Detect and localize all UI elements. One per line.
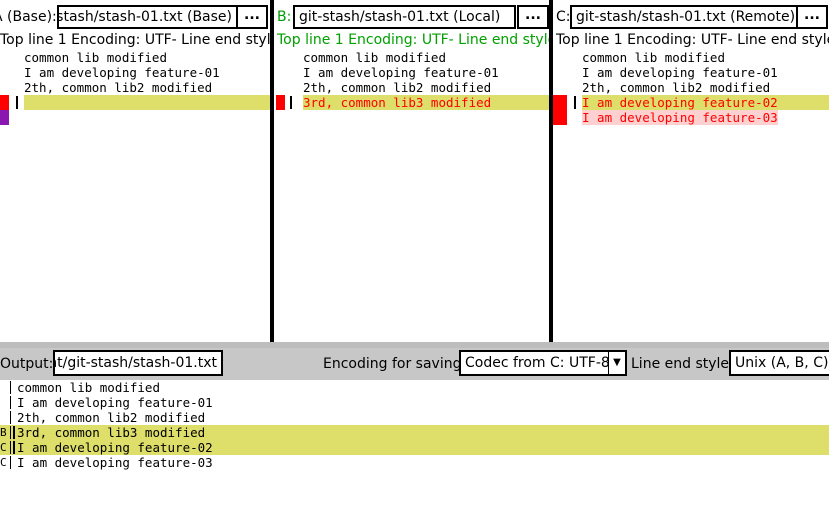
pane-b-path-field[interactable]: git-stash/stash-01.txt (Local) — [293, 5, 516, 29]
pane-a-path-field[interactable]: git-stash/stash-01.txt (Base) — [57, 5, 238, 29]
pane-c-header: C: git-stash/stash-01.txt (Remote) ... — [553, 0, 829, 32]
line: 2th, common lib2 modified — [582, 80, 771, 95]
line: I am developing feature-01 — [24, 65, 220, 80]
line-diff: 3rd, common lib3 modified — [274, 95, 549, 110]
pane-a-path-text: git-stash/stash-01.txt (Base) — [59, 9, 232, 25]
line-empty — [0, 110, 270, 125]
line-end-value: Unix (A, B, C) — [735, 355, 829, 371]
output-toolbar: Output: nt/git-stash/stash-01.txt Encodi… — [0, 348, 829, 380]
pane-divider[interactable] — [549, 0, 553, 342]
pane-b: B: git-stash/stash-01.txt (Local) ... To… — [274, 0, 549, 342]
output-path-field[interactable]: nt/git-stash/stash-01.txt — [53, 350, 223, 376]
conflict-marker — [553, 95, 567, 110]
chevron-down-icon[interactable]: ▼ — [608, 352, 625, 374]
text-cursor — [16, 96, 18, 109]
pane-b-browse-button[interactable]: ... — [517, 5, 549, 29]
line: 2th, common lib2 modified — [24, 80, 213, 95]
pane-a-label: A (Base): — [0, 9, 57, 25]
text-cursor — [574, 96, 576, 109]
pane-c-path-text: git-stash/stash-01.txt (Remote) — [576, 9, 796, 25]
output-line: common lib modified — [0, 380, 829, 395]
pane-c-path-field[interactable]: git-stash/stash-01.txt (Remote) — [570, 5, 798, 29]
encoding-value: Codec from C: UTF-8 — [465, 355, 610, 371]
line-end-select[interactable]: Unix (A, B, C) — [729, 350, 829, 376]
encoding-select[interactable]: Codec from C: UTF-8 ▼ — [459, 350, 627, 376]
output-line-selected: B 3rd, common lib3 modified — [0, 425, 829, 440]
line: 2th, common lib2 modified — [303, 80, 492, 95]
text-cursor — [13, 426, 15, 439]
line-diff: I am developing feature-03 — [553, 110, 829, 125]
pane-a-browse-button[interactable]: ... — [236, 5, 268, 29]
pane-a-info: Top line 1 Encoding: UTF- Line end style… — [0, 32, 270, 48]
output-line: 2th, common lib2 modified — [0, 410, 829, 425]
line: common lib modified — [303, 50, 446, 65]
output-line: I am developing feature-01 — [0, 395, 829, 410]
pane-a-header: A (Base): git-stash/stash-01.txt (Base) … — [0, 0, 270, 32]
pane-a: A (Base): git-stash/stash-01.txt (Base) … — [0, 0, 270, 342]
pane-c-browse-button[interactable]: ... — [796, 5, 828, 29]
pane-divider[interactable] — [270, 0, 274, 342]
output-line-selected: C I am developing feature-02 — [0, 440, 829, 455]
conflict-marker — [0, 95, 9, 110]
line-diff — [0, 95, 270, 110]
pane-b-info: Top line 1 Encoding: UTF- Line end style… — [277, 32, 549, 48]
splitter[interactable] — [0, 342, 829, 348]
pane-c-label: C: — [556, 9, 571, 25]
pane-c: C: git-stash/stash-01.txt (Remote) ... T… — [553, 0, 829, 342]
output-path-text: nt/git-stash/stash-01.txt — [53, 355, 217, 371]
line: common lib modified — [24, 50, 167, 65]
pane-b-path-text: git-stash/stash-01.txt (Local) — [299, 9, 501, 25]
text-cursor — [290, 96, 292, 109]
output-line: C I am developing feature-03 — [0, 455, 213, 470]
conflict-marker — [553, 110, 567, 125]
line: I am developing feature-01 — [303, 65, 499, 80]
output-label: Output: — [0, 356, 54, 372]
pane-b-label: B: — [277, 9, 292, 25]
pane-c-info: Top line 1 Encoding: UTF- Line end style… — [556, 32, 829, 48]
line: I am developing feature-01 — [582, 65, 778, 80]
output-editor[interactable]: common lib modified I am developing feat… — [0, 380, 829, 510]
encoding-label: Encoding for saving: — [323, 356, 467, 372]
line-diff: I am developing feature-02 — [553, 95, 829, 110]
conflict-marker — [276, 95, 285, 110]
whitespace-marker — [0, 110, 9, 125]
text-cursor — [13, 441, 15, 454]
line-end-label: Line end style: — [631, 356, 734, 372]
pane-b-header: B: git-stash/stash-01.txt (Local) ... — [274, 0, 549, 32]
line: common lib modified — [582, 50, 725, 65]
